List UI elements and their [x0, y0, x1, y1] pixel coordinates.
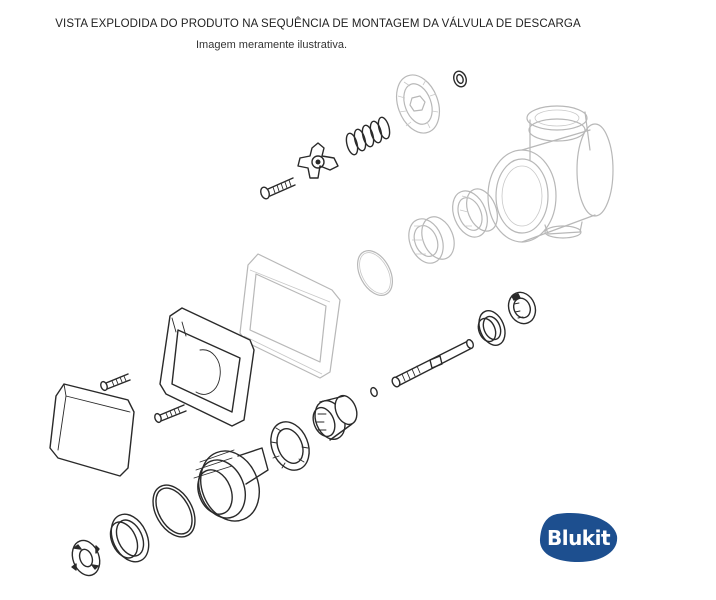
small-o-ring-mid: [370, 386, 378, 398]
logo-badge: [539, 512, 618, 562]
base-nut: [71, 539, 101, 577]
large-o-ring: [152, 484, 196, 538]
valve-stem: [391, 339, 475, 388]
blukit-logo-shape: [539, 512, 618, 562]
o-ring-ghost: [357, 250, 393, 296]
blukit-logo: Blukit: [539, 512, 618, 564]
valve-body-ghost: [487, 105, 614, 243]
seal-ring-bottom: [109, 513, 150, 563]
screw-top: [260, 177, 296, 200]
button-frame: [159, 307, 255, 427]
spring: [345, 116, 391, 156]
small-washer: [453, 70, 467, 88]
cover-frame-ghost: [239, 253, 341, 379]
diagram-subtitle: Imagem meramente ilustrativa.: [196, 39, 347, 51]
diagram-title: VISTA EXPLODIDA DO PRODUTO NA SEQUÊNCIA …: [55, 18, 581, 30]
threaded-ring-ghost: [395, 74, 441, 134]
nut-ring-ghost: [408, 216, 455, 264]
push-button-cap: [49, 383, 135, 477]
screw-left-2: [154, 404, 187, 424]
screw-left-1: [100, 373, 131, 392]
piston-cup: [312, 394, 358, 441]
threaded-housing: [193, 447, 269, 522]
seal-ring-right: [477, 310, 506, 346]
logo-text: Blukit: [546, 526, 611, 550]
star-knob: [297, 142, 339, 179]
threaded-ring-mid: [270, 421, 310, 471]
guide-ring-ghost: [452, 188, 498, 238]
end-cap-right: [507, 291, 537, 325]
